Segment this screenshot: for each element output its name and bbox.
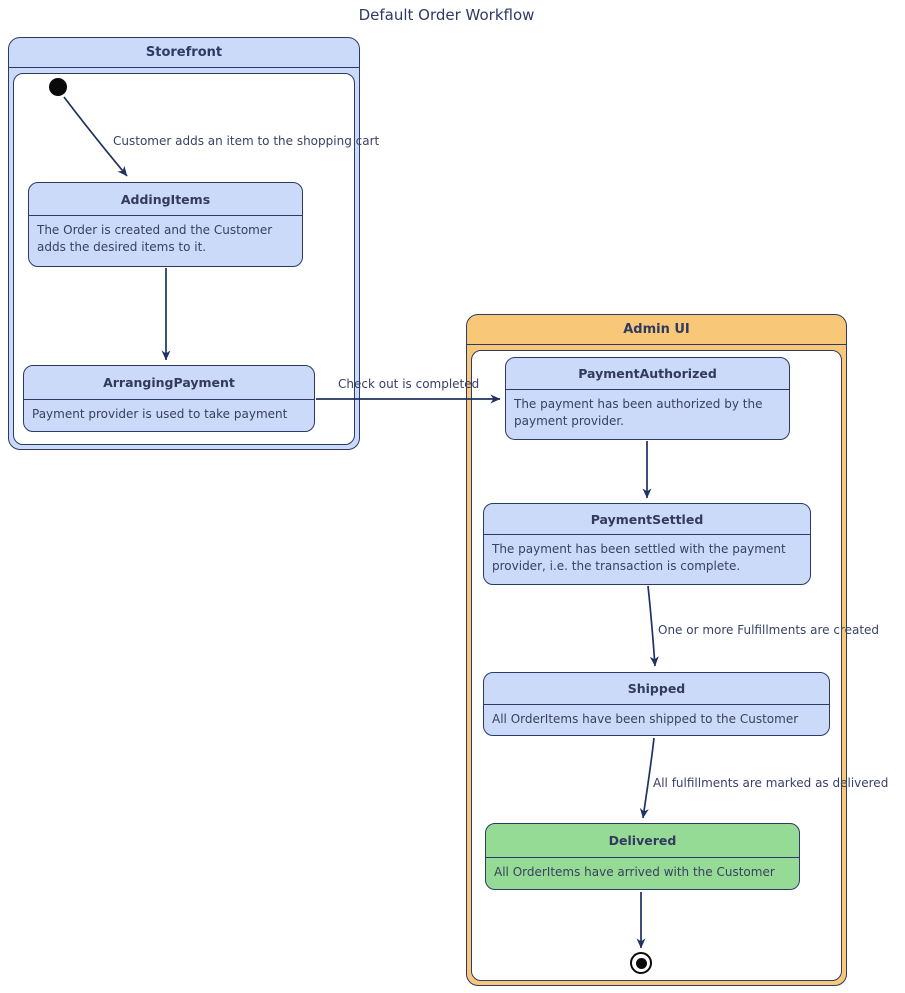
state-payment-authorized-description: The payment has been authorized by the p… [514, 397, 763, 428]
state-adding-items-description: The Order is created and the Customer ad… [37, 223, 273, 254]
state-shipped: Shipped All OrderItems have been shipped… [483, 672, 830, 736]
state-shipped-name: Shipped [484, 673, 829, 705]
transition-label-settled-to-shipped: One or more Fulfillments are created [658, 623, 880, 637]
final-state-node-dot [635, 957, 647, 969]
state-payment-settled: PaymentSettled The payment has been sett… [483, 503, 811, 585]
final-state-node [630, 952, 652, 974]
state-arranging-payment-name: ArrangingPayment [24, 366, 314, 400]
state-payment-authorized: PaymentAuthorized The payment has been a… [505, 357, 790, 440]
container-storefront-header: Storefront [9, 38, 359, 68]
state-adding-items: AddingItems The Order is created and the… [28, 182, 303, 267]
diagram-title: Default Order Workflow [358, 6, 535, 24]
transition-label-arranging-to-authorized: Check out is completed [338, 377, 480, 391]
state-payment-authorized-name: PaymentAuthorized [506, 358, 789, 390]
state-arranging-payment: ArrangingPayment Payment provider is use… [23, 365, 315, 432]
state-adding-items-name: AddingItems [29, 183, 302, 216]
state-delivered-description: All OrderItems have arrived with the Cus… [494, 865, 775, 879]
container-storefront-label: Storefront [145, 45, 223, 60]
container-admin-ui-header: Admin UI [467, 315, 846, 345]
state-shipped-description: All OrderItems have been shipped to the … [492, 712, 799, 726]
container-admin-ui-label: Admin UI [623, 322, 690, 337]
transition-label-start-to-adding-items: Customer adds an item to the shopping ca… [113, 134, 380, 148]
state-arranging-payment-description: Payment provider is used to take payment [32, 407, 288, 421]
state-payment-settled-name: PaymentSettled [484, 504, 810, 535]
state-delivered: Delivered All OrderItems have arrived wi… [485, 823, 800, 890]
initial-state-node [49, 78, 67, 96]
state-delivered-name: Delivered [486, 824, 799, 858]
state-payment-settled-description: The payment has been settled with the pa… [492, 542, 786, 573]
transition-label-shipped-to-delivered: All fulfillments are marked as delivered [653, 776, 889, 790]
